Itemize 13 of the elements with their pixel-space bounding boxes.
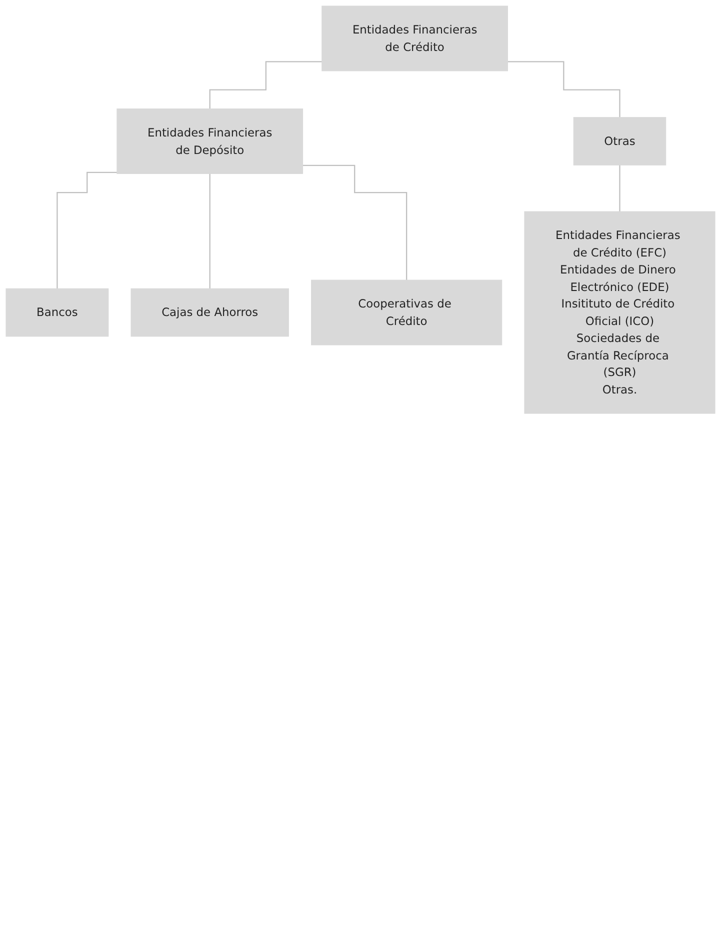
node-box: Entidades Financieras de Depósito [116, 108, 304, 174]
connector [302, 164, 408, 281]
connector [619, 164, 620, 212]
connector [209, 61, 322, 110]
node-box: Bancos [6, 288, 109, 337]
connector [209, 173, 210, 290]
node-box: Otras [573, 117, 666, 166]
connector [508, 61, 620, 118]
node-box: Entidades Financieras de Crédito (EFC) Entidades de Dinero Electrónico (EDE) Insitituto de Crédito Oficial (ICO) Sociedades de Grantía Recíproca (SGR) Otras. [524, 211, 716, 414]
node-box: Entidades Financieras de Crédito [322, 6, 508, 72]
node-box: Cooperativas de Crédito [311, 280, 502, 346]
connector [56, 172, 118, 290]
node-box: Cajas de Ahorros [130, 288, 289, 337]
